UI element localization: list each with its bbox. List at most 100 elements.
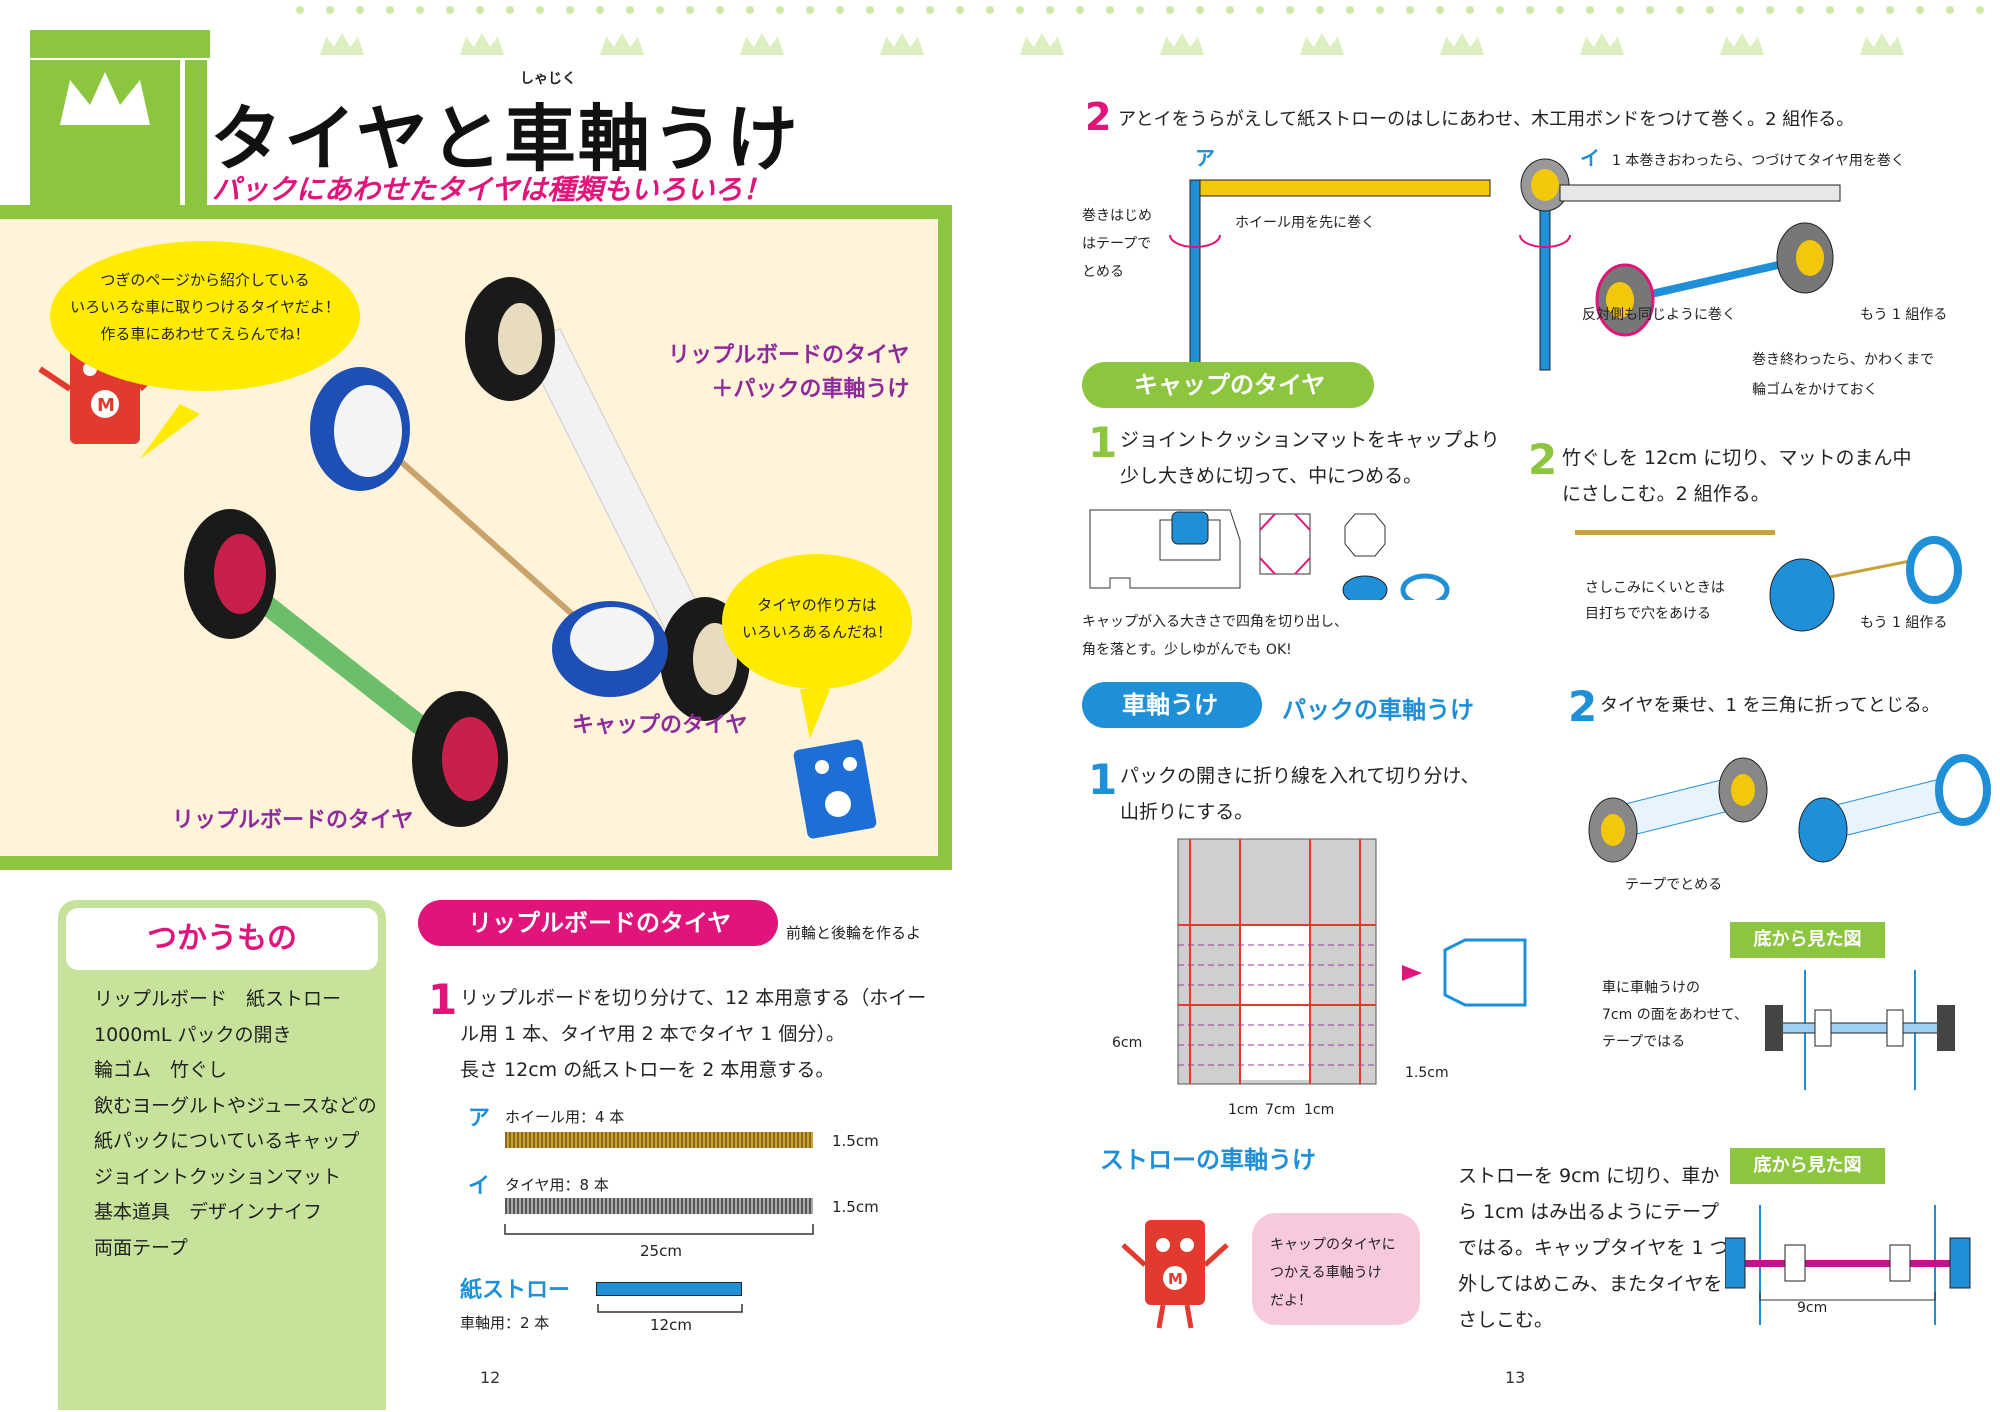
red-carton-mascot-small: M — [1121, 1220, 1229, 1329]
axle-tag: 車軸うけ — [1082, 682, 1262, 728]
label-ripple-tire: リップルボードのタイヤ — [172, 808, 414, 833]
pack-step2-text: タイヤを乗せ、1 を三角に折ってとじる。 — [1600, 695, 1940, 716]
length-12: 12cm — [650, 1316, 692, 1334]
bottom-view-tag-2: 底から見た図 — [1730, 1148, 1885, 1184]
text-line: パックの開きに折り線を入れて切り分け、 — [1120, 765, 1480, 787]
page-number-left: 12 — [480, 1368, 501, 1387]
left-page: しゃじく タイヤと車軸うけ パックにあわせたタイヤは種類もいろいろ！ — [0, 30, 952, 1410]
bubble-line: タイヤの作り方は — [757, 596, 877, 614]
cap-car — [310, 367, 668, 697]
skewer-diagram — [1575, 530, 1962, 632]
i-text: タイヤ用：8 本 — [505, 1176, 609, 1194]
right-page: 2 アとイをうらがえして紙ストローのはしにあわせ、木工用ボンドをつけて巻く。2 … — [1000, 0, 2000, 1412]
bubble-line: 作る車にあわせてえらんでね！ — [100, 325, 310, 343]
text-line: 車に車軸うけの — [1602, 980, 1700, 996]
materials-item: 輪ゴム 竹ぐし — [94, 1059, 228, 1081]
one-more-note-2: もう 1 組作る — [1860, 615, 1948, 631]
materials-item: ジョイントクッションマット — [94, 1165, 342, 1188]
page-subtitle: パックにあわせたタイヤは種類もいろいろ！ — [212, 173, 771, 206]
materials-item: 両面テープ — [94, 1236, 188, 1259]
step-number: 1 — [1088, 418, 1118, 467]
pack-cut-diagram — [1177, 838, 1527, 1085]
section-title: キャップのタイヤ — [1134, 371, 1326, 399]
pack-axle-diagram — [1588, 754, 1991, 863]
speech-bubble-howto: タイヤの作り方は いろいろあるんだね！ — [722, 554, 912, 689]
length-bracket — [504, 1224, 814, 1235]
mark-a: ア — [468, 1106, 491, 1131]
axle-tag-text: 車軸うけ — [1122, 691, 1218, 719]
mat-cut-diagram — [1089, 509, 1450, 600]
materials-item: 飲むヨーグルトやジュースなどの — [94, 1094, 377, 1117]
text-line: 角を落とす。少しゆがんでも OK! — [1082, 642, 1292, 658]
diagram-mark-i: イ — [1580, 146, 1600, 170]
step-number: 2 — [1568, 682, 1598, 731]
text-line: だよ！ — [1270, 1293, 1312, 1309]
tape-note: テープでとめる — [1625, 877, 1723, 893]
step-number: 1 — [428, 975, 458, 1024]
text-line: ル用 1 本、タイヤ用 2 本でタイヤ 1 個分）。 — [460, 1023, 845, 1045]
i-size: 1.5cm — [832, 1198, 879, 1216]
length-25: 25cm — [640, 1242, 682, 1260]
straw-text: 車軸用：2 本 — [460, 1314, 550, 1332]
pack-step1-text: パックの開きに折り線を入れて切り分け、 山折りにする。 — [1120, 758, 1479, 830]
a-text: ホイール用：4 本 — [505, 1108, 625, 1126]
text-line: 巻き終わったら、かわくまで — [1752, 352, 1934, 368]
section-title: リップルボードのタイヤ — [468, 909, 732, 937]
bottom-view-diagram-1 — [1765, 970, 1955, 1090]
step-number: 2 — [1528, 435, 1558, 484]
dim-7cm: 7cm — [1265, 1102, 1296, 1118]
label-ripple-pack: リップルボードのタイヤ ＋パックの車軸うけ — [668, 337, 909, 403]
text-line: 長さ 12cm の紙ストローを 2 本用意する。 — [460, 1059, 835, 1081]
diagram-mark-a: ア — [1195, 146, 1215, 170]
text-line: 輪ゴムをかけておく — [1752, 382, 1878, 398]
page-title: タイヤと車軸うけ — [210, 97, 800, 181]
bubble-line: いろいろな車に取りつけるタイヤだよ！ — [70, 298, 340, 316]
materials-box: つかうもの リップルボード 紙ストロー 1000mL パックの開き 輪ゴム 竹ぐ… — [58, 900, 386, 1410]
text-line: にさしこむ。2 組作る。 — [1562, 483, 1770, 505]
svg-text:M: M — [1168, 1270, 1183, 1288]
text-line: 竹ぐしを 12cm に切り、マットのまん中 — [1562, 447, 1912, 469]
pack-section-title: パックの車軸うけ — [1282, 696, 1474, 724]
text-line: 山折りにする。 — [1120, 801, 1254, 823]
text-line: はテープで — [1082, 236, 1152, 252]
label-line: ＋パックの車軸うけ — [711, 377, 910, 402]
materials-list: リップルボード 紙ストロー 1000mL パックの開き 輪ゴム 竹ぐし 飲むヨー… — [94, 982, 377, 1266]
tires-photo: M — [38, 277, 877, 839]
text-line: さしこみにくいときは — [1585, 580, 1725, 596]
dim-1-5cm: 1.5cm — [1405, 1065, 1449, 1081]
text-line: ジョイントクッションマットをキャップより — [1120, 429, 1500, 451]
straw-axle-text: ストローを 9cm に切り、車か ら 1cm はみ出るようにテープ ではる。キャ… — [1458, 1158, 1729, 1338]
i-note: 1 本巻きおわったら、つづけてタイヤ用を巻く — [1612, 153, 1905, 169]
mark-i: イ — [468, 1174, 491, 1199]
cap-step2-text: 竹ぐしを 12cm に切り、マットのまん中 にさしこむ。2 組作る。 — [1562, 440, 1911, 512]
text-line: テープではる — [1602, 1034, 1686, 1050]
wheel-strip — [505, 1132, 813, 1148]
text-line: キャップのタイヤに — [1270, 1237, 1396, 1253]
text-line: キャップが入る大きさで四角を切り出し、 — [1082, 614, 1348, 630]
section-ripple-tire: リップルボードのタイヤ — [418, 900, 778, 946]
speech-bubble-axle: キャップのタイヤに つかえる車軸うけ だよ！ — [1252, 1213, 1420, 1325]
ripple-straw-car — [184, 509, 508, 827]
straw-title: 紙ストロー — [460, 1278, 571, 1303]
dim-1cm-b: 1cm — [1304, 1102, 1335, 1118]
materials-item: 1000mL パックの開き — [94, 1023, 292, 1046]
text-line: ではる。キャップタイヤを 1 つ — [1458, 1237, 1729, 1259]
materials-item: リップルボード 紙ストロー — [94, 988, 342, 1010]
bubble-line: つぎのページから紹介している — [100, 271, 310, 289]
text-line: 外してはめこみ、またタイヤを — [1458, 1273, 1723, 1295]
step2-text: アとイをうらがえして紙ストローのはしにあわせ、木工用ボンドをつけて巻く。2 組作… — [1118, 109, 1855, 130]
title-ruby: しゃじく — [520, 71, 576, 87]
label-line: リップルボードのタイヤ — [668, 343, 910, 368]
bottom-view-diagram-2 — [1725, 1205, 1971, 1325]
speech-bubble-intro: つぎのページから紹介している いろいろな車に取りつけるタイヤだよ！ 作る車にあわ… — [50, 241, 360, 391]
text-line: とめる — [1082, 264, 1124, 280]
text-line: 巻きはじめ — [1082, 208, 1152, 224]
text-line: 7cm の面をあわせて、 — [1602, 1007, 1748, 1023]
dim-1cm-a: 1cm — [1228, 1102, 1259, 1118]
bubble-line: いろいろあるんだね！ — [741, 623, 892, 641]
text-line: 目打ちで穴をあける — [1585, 606, 1711, 622]
text-line: つかえる車軸うけ — [1270, 1265, 1382, 1281]
tire-strip — [505, 1198, 813, 1214]
section-cap-tire: キャップのタイヤ — [1082, 362, 1374, 408]
after-roll-note: 巻き終わったら、かわくまで 輪ゴムをかけておく — [1752, 345, 1934, 405]
